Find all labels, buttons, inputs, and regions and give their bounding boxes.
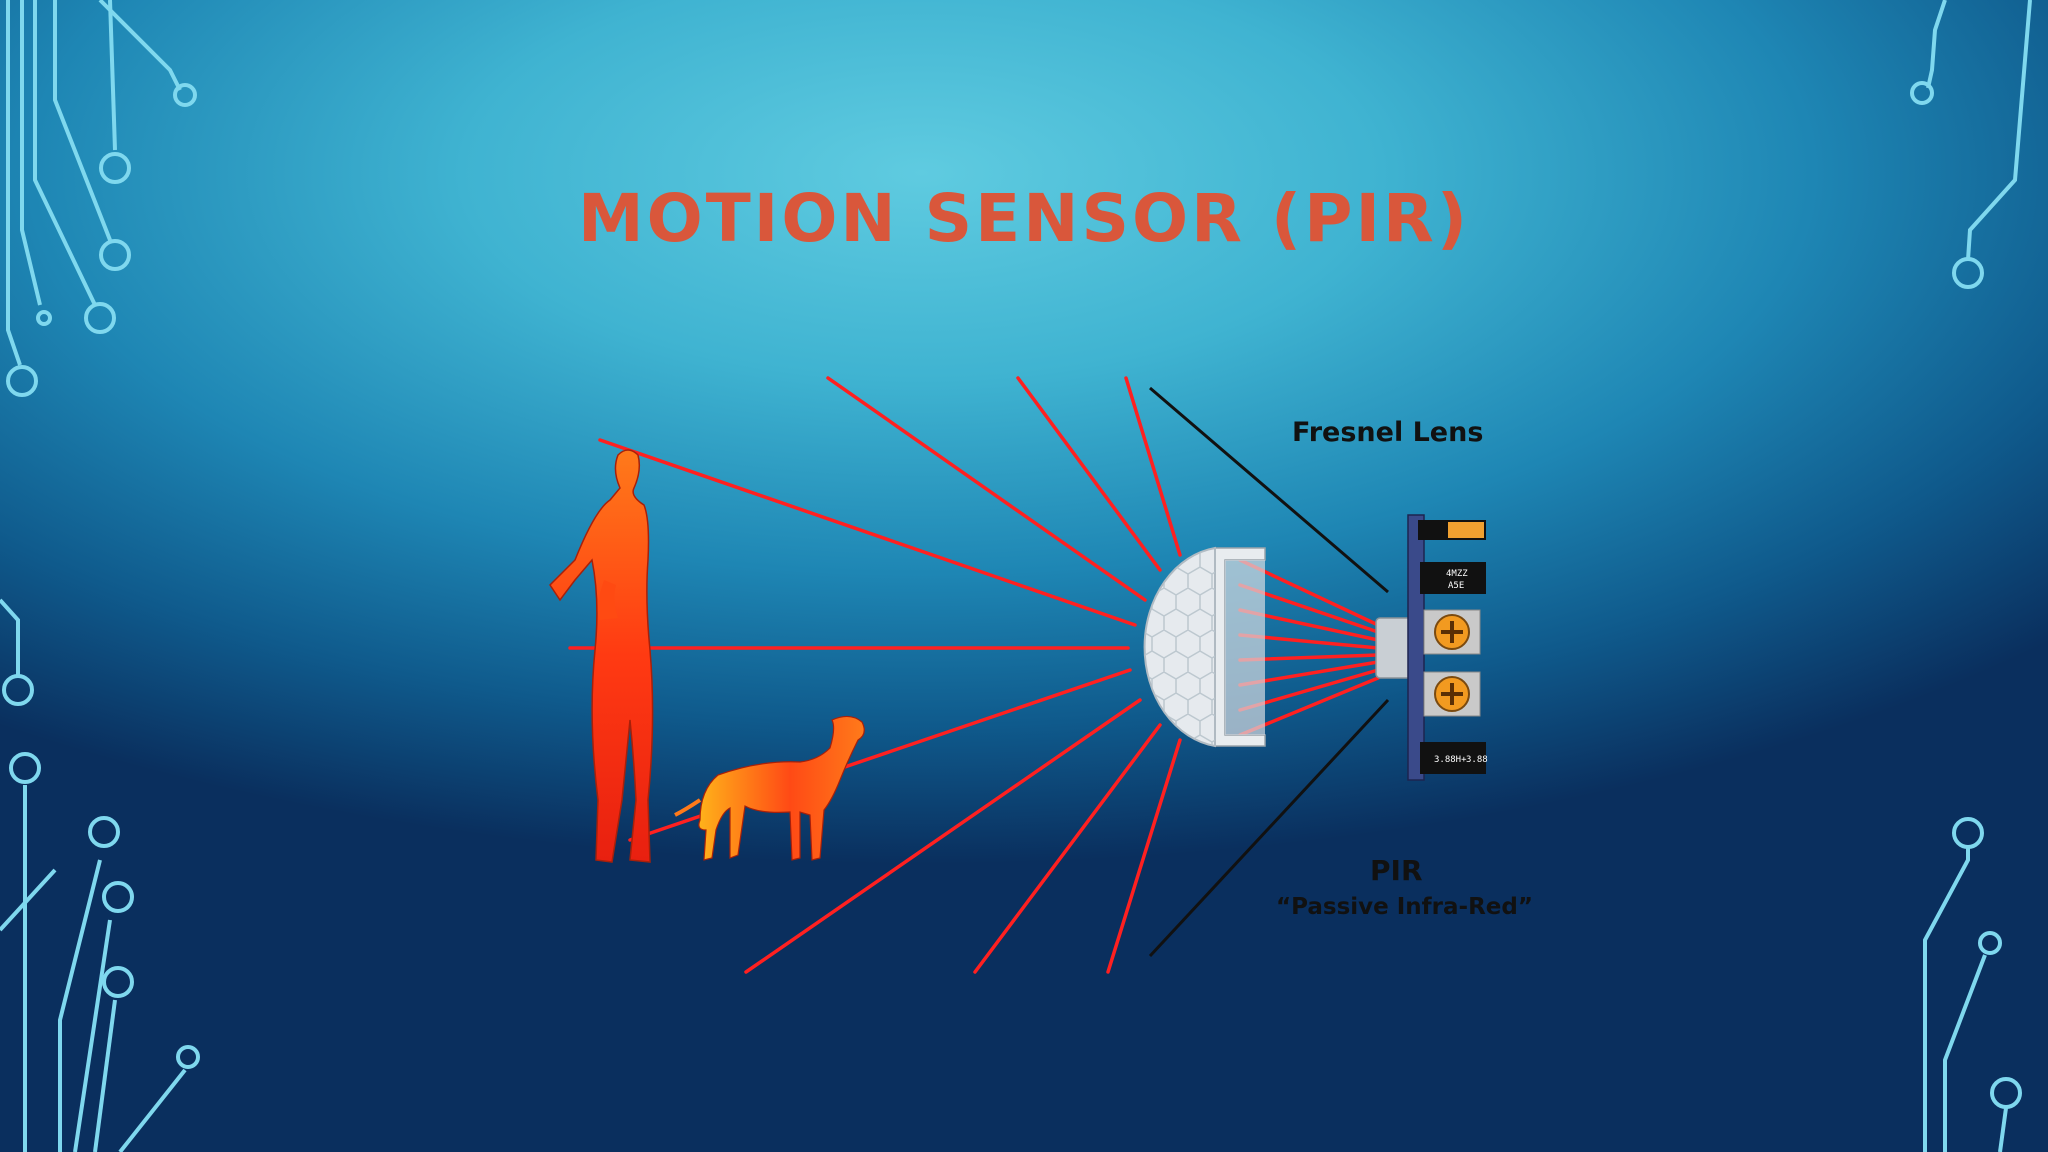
slide-title: MOTION SENSOR (PIR): [577, 180, 1471, 257]
field-of-view-lines: [1148, 386, 1390, 958]
chip-label-1: 4MZZ: [1446, 569, 1468, 579]
chip-label-2: A5E: [1448, 581, 1464, 591]
chip-label-4: 3.88: [1466, 755, 1488, 765]
fresnel-lens: [1143, 546, 1266, 748]
infrared-rays: [568, 376, 1380, 974]
pir-label: PIR: [1370, 854, 1423, 887]
dog-silhouette: [674, 715, 865, 861]
potentiometer-icon: [1423, 609, 1481, 655]
fresnel-lens-label: Fresnel Lens: [1292, 417, 1483, 448]
circuit-decoration-right: [1910, 0, 2032, 1152]
person-silhouette: [549, 449, 654, 863]
potentiometer-icon: [1423, 671, 1481, 717]
chip-label-3: 3.88H+: [1434, 755, 1467, 765]
pir-module: 4MZZ A5E 3.88H+ 3.88: [1375, 514, 1488, 781]
pir-subtitle-label: “Passive Infra-Red”: [1276, 894, 1533, 920]
circuit-decoration-left: [0, 0, 200, 1152]
